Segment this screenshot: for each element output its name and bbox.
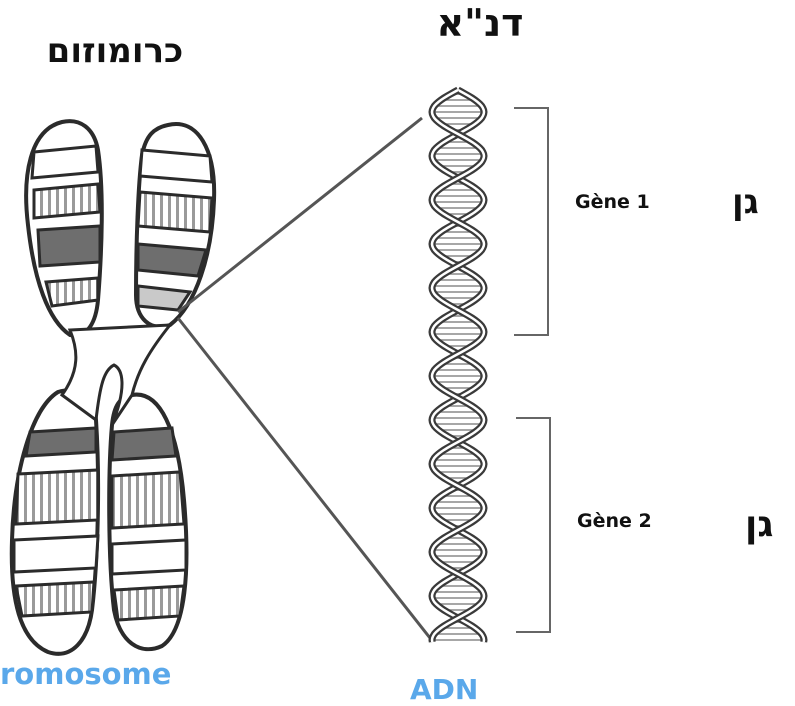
dna-title-hebrew: דנ"א — [420, 4, 540, 42]
chromosome-title-hebrew: כרומוזום — [30, 34, 200, 68]
gene-bracket-2 — [516, 418, 550, 632]
chromosome-band — [140, 150, 212, 182]
chromosome-band — [138, 192, 212, 232]
chromosome-band — [112, 540, 186, 574]
chromosome-band — [14, 536, 98, 572]
chromosome-band — [26, 428, 96, 456]
chromosome-band — [34, 184, 100, 218]
chromosome-band — [46, 278, 98, 306]
gene-2-label-hebrew: גן — [745, 507, 773, 543]
chromosome-band — [16, 470, 98, 524]
chromosome-band — [138, 286, 190, 310]
zoom-line-bottom — [178, 318, 430, 638]
gene-2-label: Gène 2 — [577, 512, 652, 531]
chromosome-illustration — [12, 121, 214, 654]
chromosome-band — [114, 586, 184, 620]
chromosome-caption: romosome — [0, 660, 171, 689]
gene-1-label: Gène 1 — [575, 193, 650, 212]
dna-double-helix — [432, 90, 484, 642]
gene-bracket-1 — [514, 108, 548, 335]
chromosome-band — [32, 146, 98, 178]
chromosome-band — [112, 472, 184, 528]
chromosome-band — [16, 582, 94, 616]
chromosome-band — [112, 428, 176, 460]
chromosome-band — [138, 244, 206, 276]
dna-caption: ADN — [410, 676, 478, 704]
gene-1-label-hebrew: גן — [732, 185, 759, 219]
chromosome-band — [38, 226, 100, 266]
